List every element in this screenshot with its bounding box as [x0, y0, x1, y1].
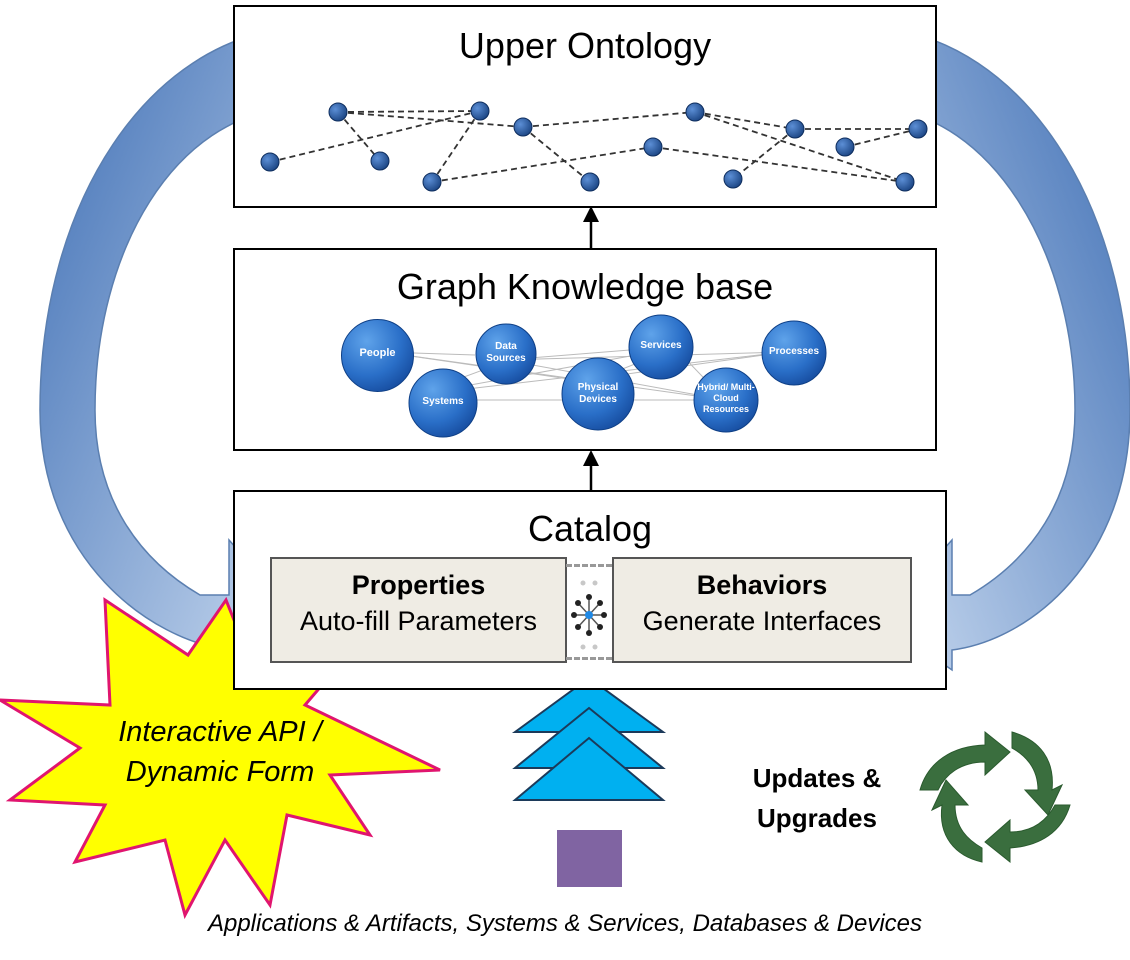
upper-ontology-title: Upper Ontology: [458, 25, 712, 66]
node-systems: Systems: [407, 368, 479, 438]
upper-ontology-box: Upper Ontology: [233, 5, 937, 208]
node-hybrid-cloud: Hybrid/ Multi-Cloud Resources: [693, 365, 759, 435]
hub-icon: [571, 580, 607, 650]
node-systems-label: Systems: [422, 396, 464, 407]
node-physical-devices-label: Physical Devices: [577, 382, 619, 405]
starburst-line-2: Dynamic Form: [125, 756, 315, 788]
starburst-text: Interactive API / Dynamic Form: [70, 712, 370, 792]
node-data-sources-label: Data Sources: [486, 341, 526, 364]
recycle-icon: [919, 730, 1071, 864]
node-services: Services: [628, 314, 694, 380]
updates-text: Updates & Upgrades: [722, 758, 912, 838]
purple-square: [557, 830, 622, 887]
updates-line-1: Updates &: [752, 763, 882, 793]
right-curved-arrow: [878, 27, 1130, 672]
starburst-line-1: Interactive API /: [118, 716, 322, 748]
graph-kb-box: Graph Knowledge base People Data Sources…: [233, 248, 937, 451]
ontology-network: [260, 101, 928, 192]
graph-kb-title: Graph Knowledge base: [396, 266, 774, 307]
hub-connector: [566, 564, 612, 660]
node-hybrid-cloud-label: Hybrid/ Multi-Cloud Resources: [697, 382, 755, 414]
behaviors-subtitle: Generate Interfaces: [642, 606, 882, 636]
chevron-3: [512, 736, 666, 801]
updates-line-2: Upgrades: [757, 803, 877, 833]
node-people: People: [340, 318, 415, 393]
properties-heading: Properties: [351, 570, 486, 600]
catalog-title: Catalog: [527, 508, 653, 549]
node-data-sources: Data Sources: [475, 323, 537, 385]
behaviors-panel: Behaviors Generate Interfaces: [612, 557, 912, 663]
behaviors-heading: Behaviors: [696, 570, 828, 600]
node-physical-devices: Physical Devices: [561, 357, 635, 431]
properties-subtitle: Auto-fill Parameters: [299, 606, 538, 636]
footer-caption: Applications & Artifacts, Systems & Serv…: [207, 910, 923, 937]
node-processes-label: Processes: [768, 346, 820, 357]
properties-panel: Properties Auto-fill Parameters: [270, 557, 567, 663]
node-processes: Processes: [758, 320, 830, 386]
node-people-label: People: [359, 347, 396, 359]
node-services-label: Services: [640, 340, 682, 351]
